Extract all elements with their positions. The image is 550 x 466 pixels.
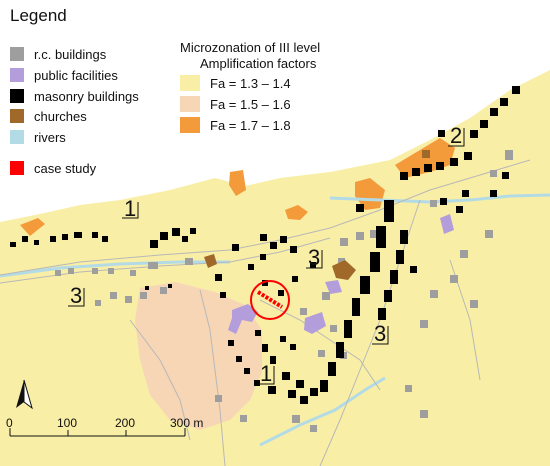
legend-label: r.c. buildings	[34, 46, 107, 62]
scale-tick-label: 0	[6, 416, 13, 430]
legend-title: Legend	[10, 6, 67, 25]
case-study-swatch	[10, 161, 24, 175]
microzonation-title: Microzonation of III level	[180, 40, 321, 55]
legend-item-fa-1-5: Fa = 1.5 – 1.6	[180, 96, 291, 112]
microzonation-subtitle: Amplification factors	[200, 56, 317, 71]
legend-label: churches	[34, 108, 87, 124]
legend-item-rivers: rivers	[10, 129, 66, 145]
zone-label: 3	[70, 283, 83, 308]
scale-tick-label: 300 m	[170, 416, 204, 430]
legend-item-fa-1-7: Fa = 1.7 – 1.8	[180, 117, 291, 133]
zone-label: 1	[124, 196, 137, 221]
scale-tick-label: 100	[57, 416, 78, 430]
legend-item-churches: churches	[10, 108, 87, 124]
fa-1-5-swatch	[180, 96, 200, 112]
legend-item-fa-1-3: Fa = 1.3 – 1.4	[180, 75, 291, 91]
churches-swatch	[10, 109, 24, 123]
zone-label-brackets	[68, 128, 465, 385]
legend-label: case study	[34, 160, 97, 176]
legend-item-public-facilities: public facilities	[10, 67, 118, 83]
legend-item-masonry-buildings: masonry buildings	[10, 88, 139, 104]
rivers	[0, 193, 550, 447]
fa-label: Fa = 1.5 – 1.6	[210, 96, 291, 112]
zone-label: 3	[308, 245, 321, 270]
zone-label: 3	[374, 321, 387, 346]
masonry-buildings-swatch	[10, 89, 24, 103]
fa-1-3-swatch	[180, 75, 200, 91]
legend-label: public facilities	[34, 67, 118, 83]
masonry-buildings	[10, 86, 520, 404]
churches	[204, 150, 430, 280]
scale-bar	[9, 428, 186, 437]
legend-label: rivers	[34, 129, 66, 145]
public-facilities-swatch	[10, 68, 24, 82]
fa-label: Fa = 1.7 – 1.8	[210, 117, 291, 133]
legend-item-rc-buildings: r.c. buildings	[10, 46, 106, 62]
scale-tick-label: 200	[115, 416, 136, 430]
fa-1-7-swatch	[180, 117, 200, 133]
case-study	[250, 280, 290, 320]
north-arrow-icon	[16, 379, 33, 410]
fa-label: Fa = 1.3 – 1.4	[210, 75, 291, 91]
rivers-swatch	[10, 130, 24, 144]
legend-label: masonry buildings	[34, 88, 139, 104]
rc-buildings	[55, 150, 513, 432]
legend-item-case-study: case study	[10, 160, 96, 176]
rc-buildings-swatch	[10, 47, 24, 61]
zone-label: 2	[450, 123, 463, 148]
zone-label: 1	[260, 361, 273, 386]
public-facilities	[228, 214, 454, 334]
zone-fa-1-5	[135, 282, 262, 430]
